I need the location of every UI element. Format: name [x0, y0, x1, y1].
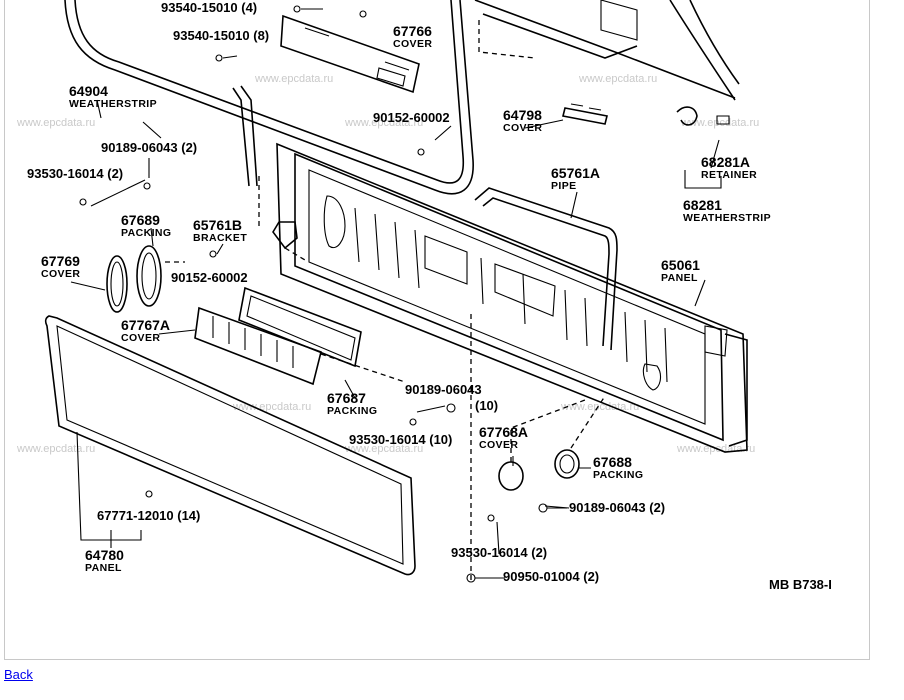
part-name-label: PIPE [551, 180, 577, 192]
part-number-label: 93540-15010 (4) [161, 0, 257, 15]
part-number-label: 64904 [69, 83, 108, 99]
support-rod-drawing [232, 85, 260, 230]
parts-diagram-frame: www.epcdata.ru www.epcdata.ru www.epcdat… [4, 0, 870, 660]
cover-67768a-drawing [498, 395, 606, 491]
cover-67767a-drawing [194, 306, 322, 386]
part-number-label: 90189-06043 (2) [101, 140, 197, 155]
watermark: www.epcdata.ru [16, 117, 95, 129]
part-name-label: COVER [503, 122, 542, 134]
part-number-label: 64798 [503, 107, 542, 123]
part-number-label: 67768A [479, 424, 528, 440]
watermark: www.epcdata.ru [232, 401, 311, 413]
part-number-label: 90950-01004 (2) [503, 569, 599, 584]
part-number-label: 93540-15010 (8) [173, 28, 269, 43]
watermark: www.epcdata.ru [560, 401, 639, 413]
part-number-label: 67687 [327, 390, 366, 406]
part-number-label: 93530-16014 (2) [451, 545, 547, 560]
part-number-label: 65761A [551, 165, 600, 181]
part-labels: 93540-15010 (4) 93540-15010 (8) 67766 CO… [27, 0, 832, 592]
panel-64780-drawing [44, 315, 416, 576]
part-name-label: PANEL [85, 562, 122, 574]
watermark: www.epcdata.ru [680, 117, 759, 129]
part-name-label: COVER [393, 38, 432, 50]
part-name-label: BRACKET [193, 232, 247, 244]
watermarks: www.epcdata.ru www.epcdata.ru www.epcdat… [16, 73, 759, 455]
part-name-label: RETAINER [701, 169, 757, 181]
part-number-label: 67766 [393, 23, 432, 39]
weatherstrip-64904-drawing [64, 0, 474, 195]
drawing-code-label: MB B738-I [769, 577, 832, 592]
panel-65061-drawing [276, 142, 748, 453]
pipe-65761a-drawing [474, 187, 618, 351]
part-name-label: PACKING [327, 405, 377, 417]
part-qty-label: (10) [475, 398, 498, 413]
part-name-label: PACKING [121, 227, 171, 239]
retainer-68281-drawing [676, 106, 730, 189]
part-number-label: 90189-06043 (2) [569, 500, 665, 515]
part-number-label: 67688 [593, 454, 632, 470]
part-name-label: COVER [41, 268, 80, 280]
watermark: www.epcdata.ru [16, 443, 95, 455]
part-number-label: 67769 [41, 253, 80, 269]
packing-67687-drawing [238, 286, 406, 383]
part-number-label: 93530-16014 (2) [27, 166, 123, 181]
part-name-label: COVER [479, 439, 518, 451]
part-number-label: 67689 [121, 212, 160, 228]
part-number-label: 65761B [193, 217, 242, 233]
cover-67766-drawing [280, 14, 420, 94]
upper-frame-drawing [474, 0, 740, 101]
cover-64798-drawing [562, 103, 608, 125]
part-number-label: 93530-16014 (10) [349, 432, 452, 447]
bracket-65761b-drawing [272, 221, 306, 261]
part-number-label: 68281A [701, 154, 750, 170]
watermark: www.epcdata.ru [344, 117, 423, 129]
part-number-label: 67767A [121, 317, 170, 333]
part-number-label: 90189-06043 [405, 382, 482, 397]
exploded-parts-diagram: www.epcdata.ru www.epcdata.ru www.epcdat… [16, 0, 832, 592]
part-number-label: 67771-12010 (14) [97, 508, 200, 523]
leader-lines [70, 99, 720, 555]
part-name-label: PACKING [593, 469, 643, 481]
part-number-label: 64780 [85, 547, 124, 563]
cover-67769-drawing [106, 245, 185, 313]
part-name-label: COVER [121, 332, 160, 344]
part-number-label: 65061 [661, 257, 700, 273]
back-link[interactable]: Back [4, 667, 33, 682]
part-number-label: 68281 [683, 197, 722, 213]
part-number-label: 90152-60002 [171, 270, 248, 285]
screws-top-drawing [215, 5, 367, 62]
watermark: www.epcdata.ru [344, 443, 423, 455]
part-number-label: 90152-60002 [373, 110, 450, 125]
part-name-label: PANEL [661, 272, 698, 284]
part-name-label: WEATHERSTRIP [69, 98, 157, 110]
part-name-label: WEATHERSTRIP [683, 212, 771, 224]
watermark: www.epcdata.ru [578, 73, 657, 85]
watermark: www.epcdata.ru [254, 73, 333, 85]
